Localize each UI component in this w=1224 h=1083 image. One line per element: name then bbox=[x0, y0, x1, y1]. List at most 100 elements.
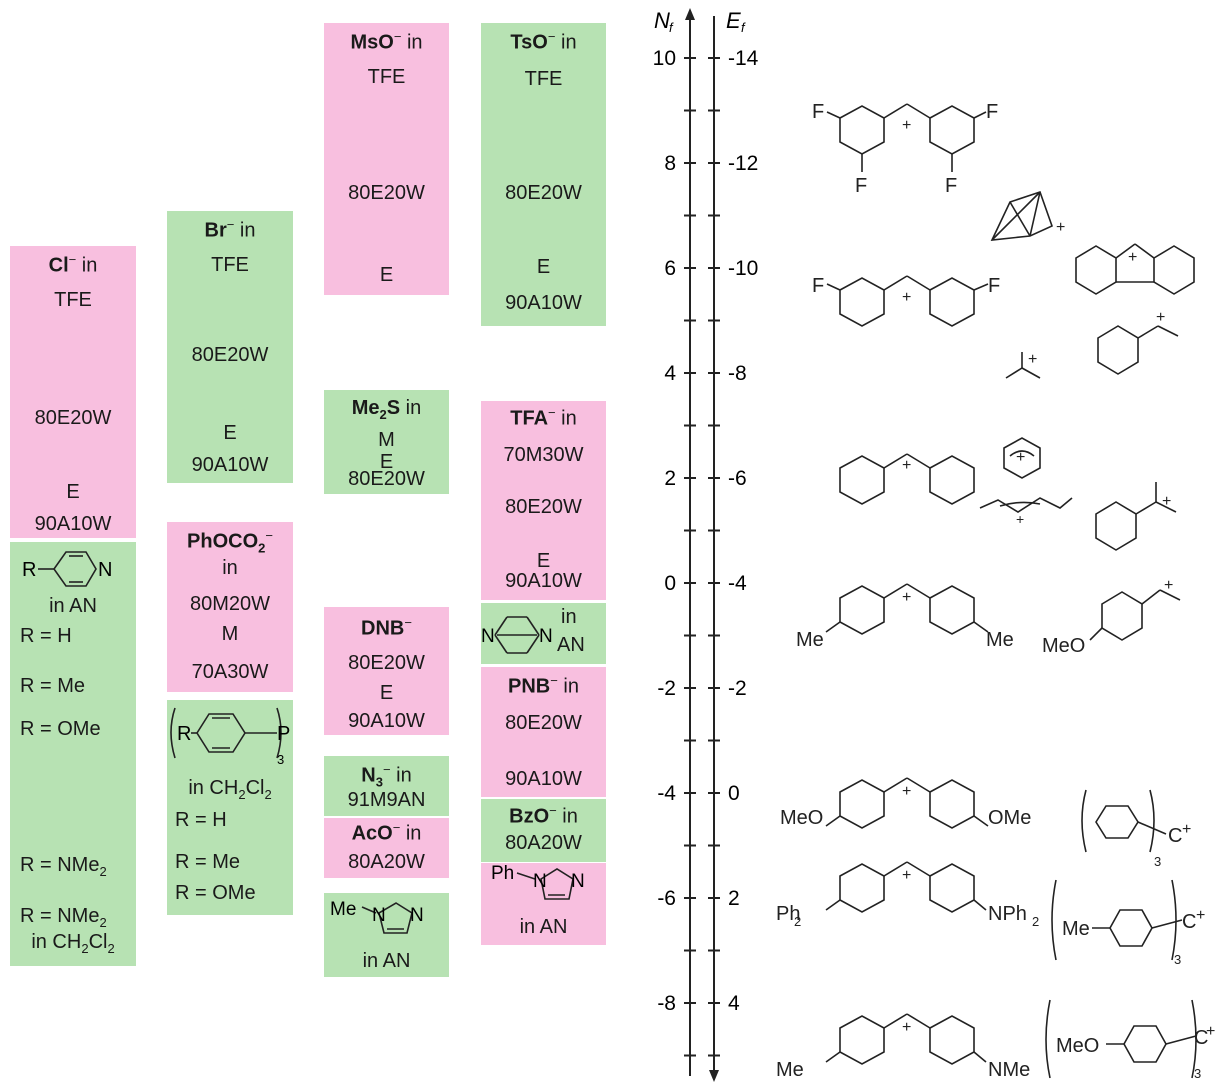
solvent-label: E bbox=[536, 256, 551, 278]
solvent-label: 80A20W bbox=[505, 832, 582, 854]
br-header: Br− in bbox=[204, 217, 256, 242]
solvent-label: 90A10W bbox=[348, 710, 425, 732]
ef-axis-label: E bbox=[726, 8, 741, 33]
solvent-label: 80A20W bbox=[348, 851, 425, 873]
svg-text:C: C bbox=[1194, 1027, 1208, 1049]
ef-axis-sub: f bbox=[741, 20, 746, 35]
benzhydryl-structure bbox=[839, 453, 975, 505]
svg-text:F: F bbox=[945, 175, 957, 197]
methylimidazole-structure: Me N N bbox=[330, 899, 424, 934]
solvent-label: E bbox=[379, 682, 394, 704]
nf-axis-label: N bbox=[654, 8, 670, 33]
svg-text:R: R bbox=[22, 559, 36, 581]
ef-tick-label: -14 bbox=[728, 47, 759, 70]
nf-tick-label: 4 bbox=[664, 362, 676, 385]
svg-text:N: N bbox=[98, 559, 112, 581]
svg-text:F: F bbox=[988, 275, 1000, 297]
dnb-header: DNB− bbox=[361, 615, 412, 640]
svg-text:+: + bbox=[902, 457, 911, 474]
fluorenyl-structure bbox=[1075, 243, 1195, 295]
solvent-label: M bbox=[378, 429, 395, 451]
solvent-label: TFE bbox=[524, 68, 563, 90]
nf-tick-label: 6 bbox=[664, 257, 676, 280]
svg-text:3: 3 bbox=[277, 752, 284, 767]
solvent-label: in AN bbox=[362, 950, 411, 972]
box-n3: N3− in 91M9AN bbox=[324, 756, 449, 816]
substituent-label: R = NMe2 bbox=[20, 854, 107, 879]
solvent-label: 90A10W bbox=[505, 292, 582, 314]
svg-text:+: + bbox=[1016, 511, 1024, 527]
nf-tick-label: 0 bbox=[664, 572, 676, 595]
substituent-label: R = Me bbox=[20, 675, 86, 697]
tritolyl-structure bbox=[1051, 879, 1183, 961]
nf-tick-label: -6 bbox=[657, 887, 676, 910]
svg-text:+: + bbox=[902, 589, 911, 606]
solvent-label: in AN bbox=[519, 916, 568, 938]
ef-tick-label: -12 bbox=[728, 152, 758, 175]
solvent-label: 90A10W bbox=[505, 570, 582, 592]
ef-tick-label: 0 bbox=[728, 782, 740, 805]
methoxyphenylethyl-structure bbox=[1089, 589, 1181, 641]
solvent-label: TFE bbox=[211, 254, 249, 276]
svg-text:+: + bbox=[902, 867, 911, 884]
box-methylimidazole: Me N N in AN bbox=[324, 893, 449, 977]
solvent-label: 80E20W bbox=[348, 652, 425, 674]
bis-dimethylamino-benzhydryl-structure bbox=[825, 1013, 987, 1065]
box-cl: Cl− in TFE 80E20W E 90A10W bbox=[10, 246, 136, 538]
phenylimidazole-structure: Ph N N bbox=[491, 863, 585, 900]
solvent-label: 90A10W bbox=[34, 513, 112, 535]
svg-text:OMe: OMe bbox=[988, 807, 1031, 829]
nf-axis-sub: f bbox=[669, 20, 674, 35]
solvent-label: 80E20W bbox=[348, 182, 425, 204]
svg-text:+: + bbox=[1182, 821, 1191, 838]
solvent-label: in AN bbox=[49, 595, 97, 617]
svg-text:+: + bbox=[1162, 493, 1171, 510]
difluorobenzhydryl-structure bbox=[826, 275, 989, 327]
cumyl-structure bbox=[1095, 482, 1177, 551]
svg-text:C: C bbox=[1168, 825, 1182, 847]
substituent-label: R = H bbox=[175, 809, 227, 831]
tfa-header: TFA− in bbox=[510, 405, 577, 430]
tetrafluorobenzhydryl-structure bbox=[826, 103, 987, 172]
svg-text:NPh: NPh bbox=[988, 903, 1027, 925]
svg-text:F: F bbox=[986, 101, 998, 123]
svg-text:+: + bbox=[1128, 249, 1137, 266]
ef-tick-label: -8 bbox=[728, 362, 747, 385]
box-phoco2: PhOCO2− in 80M20W M 70A30W bbox=[167, 522, 293, 692]
solvent-label: E bbox=[379, 264, 394, 286]
substituent-label: R = OMe bbox=[175, 882, 256, 904]
svg-text:+: + bbox=[902, 783, 911, 800]
box-tfa: TFA− in 70M30W 80E20W E 90A10W bbox=[481, 401, 606, 600]
box-pyridines: R N in AN R = H R = Me R = OMe R = NMe2 … bbox=[10, 542, 136, 966]
nf-tick-label: -4 bbox=[657, 782, 676, 805]
box-me2s: Me2S in M E 80E20W bbox=[324, 390, 449, 494]
substituent-label: R = Me bbox=[175, 851, 241, 873]
solvent-label: in CH2Cl2 bbox=[31, 931, 115, 956]
solvent-label: 90A10W bbox=[191, 454, 269, 476]
bzo-header: BzO− in bbox=[509, 803, 578, 828]
svg-text:3: 3 bbox=[1174, 952, 1181, 967]
phoco2-header: PhOCO2− bbox=[187, 528, 273, 556]
svg-text:+: + bbox=[1028, 351, 1037, 368]
solvent-label: E bbox=[379, 451, 394, 473]
pnb-header: PNB− in bbox=[508, 673, 579, 698]
tris-methoxyphenyl-structure bbox=[1045, 999, 1197, 1079]
tso-header: TsO− in bbox=[510, 29, 577, 54]
svg-text:N: N bbox=[533, 871, 547, 892]
n3-header: N3− in bbox=[361, 762, 412, 790]
svg-text:+: + bbox=[1056, 219, 1065, 236]
trityl-structure bbox=[1081, 789, 1167, 853]
substituent-label: R = H bbox=[20, 625, 72, 647]
solvent-label: AN bbox=[557, 634, 585, 656]
nf-tick-label: 2 bbox=[664, 467, 676, 490]
box-bzo: BzO− in 80A20W bbox=[481, 799, 606, 862]
nf-tick-label: -2 bbox=[657, 677, 676, 700]
dimethoxybenzhydryl-structure bbox=[825, 777, 989, 829]
solvent-label: 91M9AN bbox=[347, 789, 426, 811]
svg-text:Ph: Ph bbox=[776, 903, 800, 925]
ef-tick-label: -2 bbox=[728, 677, 747, 700]
solvent-label: 80E20W bbox=[348, 468, 425, 490]
cyclohexenyl-structure bbox=[1003, 437, 1041, 479]
svg-text:N: N bbox=[571, 871, 585, 892]
solvent-label: 80E20W bbox=[505, 182, 582, 204]
